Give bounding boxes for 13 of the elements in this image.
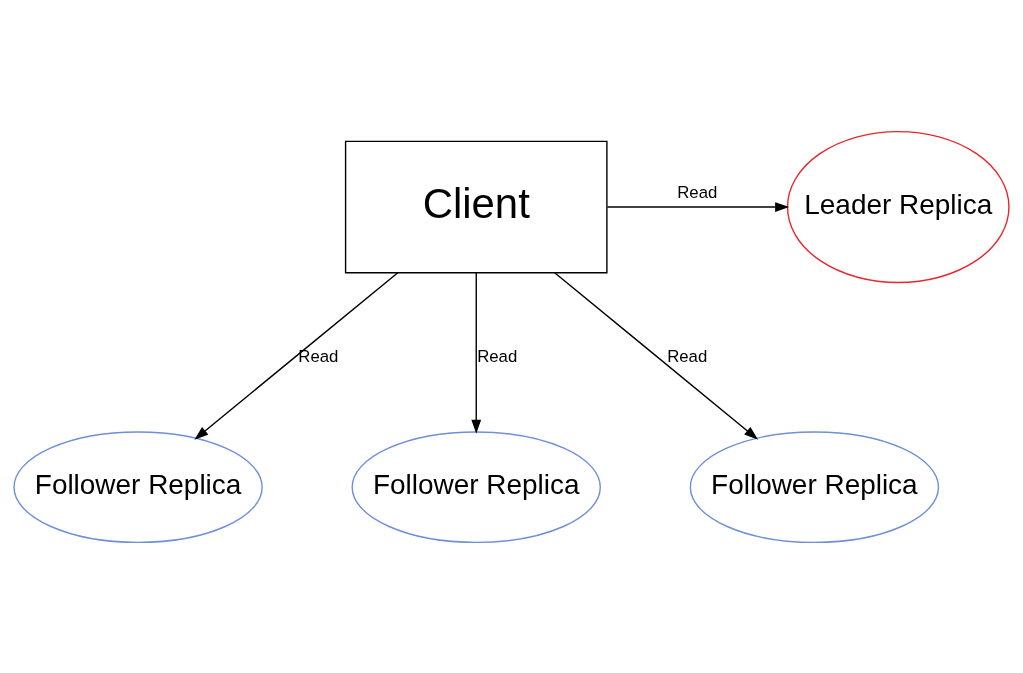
node-ellipse: Follower Replica — [351, 430, 601, 543]
node-ellipse: Follower Replica — [689, 430, 940, 543]
node-ellipse: Follower Replica — [13, 430, 263, 543]
node-ellipse: Leader Replica — [786, 130, 1010, 283]
arrow — [194, 271, 399, 440]
edge-label: Read — [667, 346, 708, 366]
arrow — [606, 201, 790, 212]
arrow — [553, 271, 759, 440]
edge-label: Read — [298, 346, 339, 366]
node-box: Client — [344, 140, 608, 273]
edge-label: Read — [677, 182, 718, 202]
edge-label: Read — [477, 346, 518, 366]
arrow — [471, 271, 482, 434]
